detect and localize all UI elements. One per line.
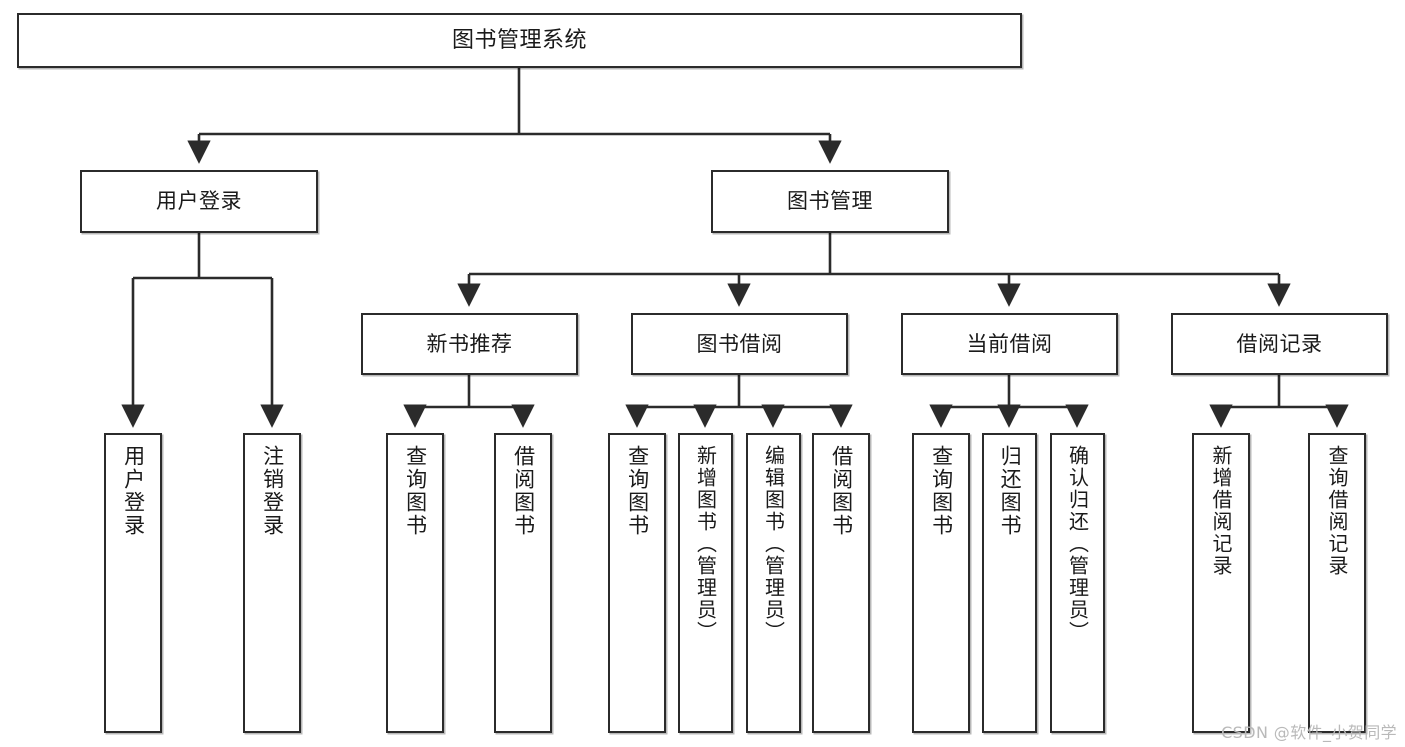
node-book-manage-label: 图书管理 (787, 189, 873, 214)
leaf-query-book-1-label: 查询图书 (403, 445, 428, 537)
node-root[interactable]: 图书管理系统 (17, 13, 1022, 68)
leaf-borrow-book-2[interactable]: 借阅图书 (812, 433, 870, 733)
node-current-borrow[interactable]: 当前借阅 (901, 313, 1118, 375)
leaf-add-record[interactable]: 新增借阅记录 (1192, 433, 1250, 733)
leaf-logout-label: 注销登录 (260, 445, 285, 537)
leaf-edit-book[interactable]: 编辑图书（管理员） (746, 433, 801, 733)
node-borrow-record[interactable]: 借阅记录 (1171, 313, 1388, 375)
leaf-query-book-2[interactable]: 查询图书 (608, 433, 666, 733)
leaf-confirm-return[interactable]: 确认归还（管理员） (1050, 433, 1105, 733)
node-book-borrow[interactable]: 图书借阅 (631, 313, 848, 375)
leaf-user-login-label: 用户登录 (121, 445, 146, 537)
leaf-query-book-1[interactable]: 查询图书 (386, 433, 444, 733)
leaf-query-record-label: 查询借阅记录 (1325, 445, 1349, 577)
leaf-return-book-label: 归还图书 (998, 445, 1023, 537)
node-user-login[interactable]: 用户登录 (80, 170, 318, 233)
leaf-query-book-3-label: 查询图书 (929, 445, 954, 537)
leaf-confirm-return-label: 确认归还（管理员） (1065, 445, 1090, 643)
node-new-book-rec-label: 新书推荐 (426, 331, 513, 356)
leaf-borrow-book-2-label: 借阅图书 (829, 445, 854, 537)
leaf-borrow-book-1-label: 借阅图书 (511, 445, 536, 537)
leaf-add-record-label: 新增借阅记录 (1209, 445, 1233, 577)
leaf-return-book[interactable]: 归还图书 (982, 433, 1037, 733)
leaf-add-book-label: 新增图书（管理员） (693, 445, 718, 643)
leaf-borrow-book-1[interactable]: 借阅图书 (494, 433, 552, 733)
leaf-edit-book-label: 编辑图书（管理员） (761, 445, 786, 643)
leaf-logout[interactable]: 注销登录 (243, 433, 301, 733)
leaf-query-book-3[interactable]: 查询图书 (912, 433, 970, 733)
node-borrow-record-label: 借阅记录 (1236, 331, 1323, 356)
watermark: CSDN @软件_小贺同学 (1221, 723, 1397, 742)
node-current-borrow-label: 当前借阅 (966, 331, 1053, 356)
node-root-label: 图书管理系统 (451, 27, 587, 53)
leaf-query-record[interactable]: 查询借阅记录 (1308, 433, 1366, 733)
node-user-login-label: 用户登录 (156, 189, 242, 214)
leaf-add-book[interactable]: 新增图书（管理员） (678, 433, 733, 733)
leaf-user-login[interactable]: 用户登录 (104, 433, 162, 733)
node-book-manage[interactable]: 图书管理 (711, 170, 949, 233)
leaf-query-book-2-label: 查询图书 (625, 445, 650, 537)
node-book-borrow-label: 图书借阅 (696, 331, 783, 356)
node-new-book-rec[interactable]: 新书推荐 (361, 313, 578, 375)
